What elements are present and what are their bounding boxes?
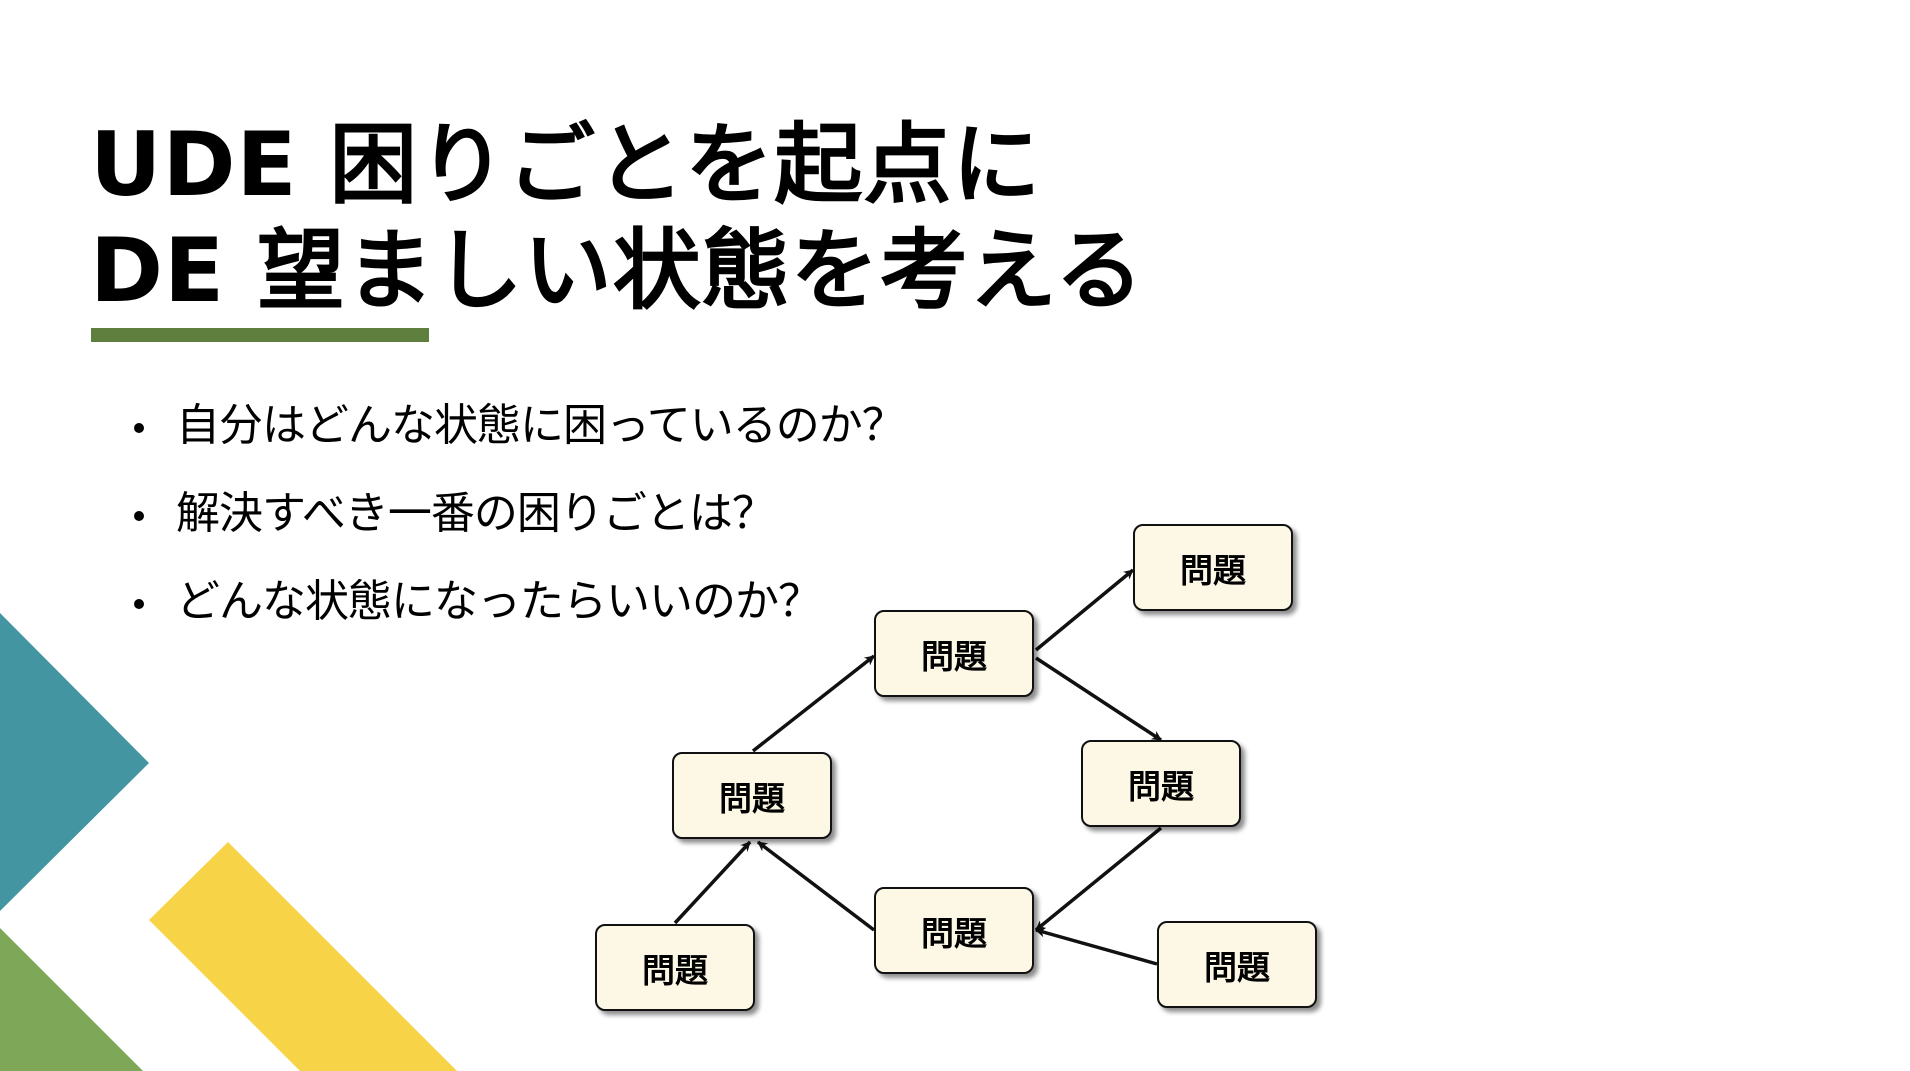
problem-node-c: 問題 [1081, 740, 1241, 827]
problem-node-a: 問題 [1133, 524, 1293, 611]
arrow-f-to-e [1035, 927, 1158, 966]
problem-node-f: 問題 [1157, 921, 1317, 1008]
bullet-dot-icon [134, 423, 144, 433]
bullet-dot-icon [134, 511, 144, 521]
problem-node-g: 問題 [595, 924, 755, 1011]
teal-triangle-shape [0, 613, 149, 911]
bullet-text: 解決すべき一番の困りごとは？ [176, 488, 776, 539]
yellow-band-shape [149, 842, 457, 1071]
arrow-e-to-d [756, 840, 876, 932]
arrow-g-to-d [673, 840, 752, 925]
bullet-list: 自分はどんな状態に困っているのか？ 解決すべき一番の困りごとは？ どんな状態にな… [134, 398, 906, 662]
problem-node-d: 問題 [672, 752, 832, 839]
arrow-c-to-e [1034, 826, 1163, 932]
bullet-text: 自分はどんな状態に困っているのか？ [176, 400, 906, 451]
title-line-2: DE 望ましい状態を考える [90, 219, 1145, 322]
title-line-1: UDE 困りごとを起点に [90, 113, 1042, 216]
title-underline [91, 328, 429, 342]
green-triangle-shape [0, 928, 143, 1071]
bullet-text: どんな状態になったらいいのか？ [176, 576, 822, 627]
bullet-item: 自分はどんな状態に困っているのか？ [134, 398, 906, 486]
arrow-d-to-b [751, 654, 876, 753]
problem-node-e: 問題 [874, 887, 1034, 974]
arrow-b-to-a [1034, 568, 1135, 652]
problem-node-b: 問題 [874, 610, 1034, 697]
bullet-item: 解決すべき一番の困りごとは？ [134, 486, 905, 574]
slide-title: UDE 困りごとを起点に DE 望ましい状態を考える [90, 112, 1144, 324]
bullet-item: どんな状態になったらいいのか？ [134, 574, 905, 662]
arrow-b-to-c [1035, 656, 1162, 742]
bullet-dot-icon [134, 599, 144, 609]
